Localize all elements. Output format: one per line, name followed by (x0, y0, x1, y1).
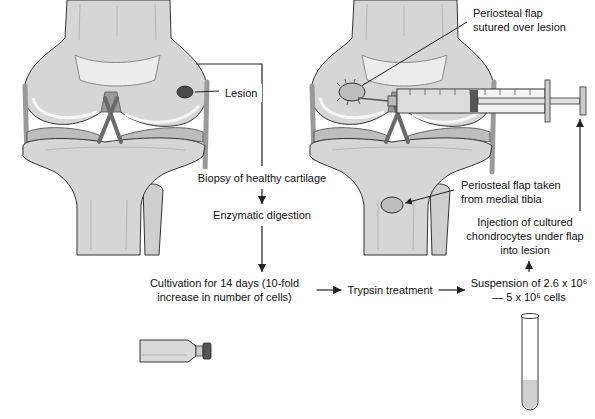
flask-cap (203, 343, 211, 359)
process-step: Trypsin treatment (344, 281, 437, 299)
process-step: Enzymatic digestion (210, 206, 315, 224)
flask-body (140, 340, 196, 362)
plunger-rod (478, 98, 580, 104)
process-step: Suspension of 2.6 x 10⁶ — 5 x 10⁶ cells (467, 274, 591, 306)
plunger-thumb (580, 87, 586, 115)
knee-illustration (23, 0, 207, 255)
step-text: Biopsy of healthy cartilage (197, 171, 327, 185)
part-label: Periosteal flap taken from medial tibia (458, 176, 576, 208)
step-text: Cultivation for 14 days (10-fold increas… (138, 276, 312, 304)
biopsy-line (196, 64, 262, 166)
needle (358, 98, 389, 101)
part-label: Lesion (222, 84, 262, 102)
step-text: Enzymatic digestion (213, 208, 312, 222)
leader-arrow (405, 190, 454, 203)
culture-medium (141, 355, 187, 356)
flap-harvest-site (381, 197, 403, 213)
flow-arrow (261, 226, 262, 272)
culture-flask (140, 340, 211, 362)
process-step: Injection of cultured chondrocytes under… (459, 213, 591, 259)
leader-line (363, 22, 467, 85)
injection-arrow (579, 119, 580, 211)
needle-hub (388, 96, 397, 106)
flow-arrow (528, 261, 529, 272)
part-label: Periosteal flap sutured over lesion (470, 4, 570, 36)
step-text: Trypsin treatment (347, 283, 434, 297)
step-text: Injection of cultured chondrocytes under… (462, 215, 588, 257)
tube-wall (522, 316, 538, 410)
part-label-text: Periosteal flap taken from medial tibia (461, 178, 573, 206)
cell-suspension (398, 90, 470, 112)
suture (337, 79, 365, 105)
tube-rim (521, 314, 539, 319)
step-text: Suspension of 2.6 x 10⁶ — 5 x 10⁶ cells (470, 276, 588, 304)
flow-arrow (439, 289, 466, 290)
finger-flange (545, 80, 550, 122)
part-label-text: Periosteal flap sutured over lesion (473, 6, 567, 34)
leader-line (195, 91, 219, 92)
flask-neck (196, 346, 203, 356)
syringe (358, 80, 586, 122)
process-step: Biopsy of healthy cartilage (194, 169, 330, 187)
part-label-text: Lesion (225, 86, 259, 100)
test-tube (521, 314, 539, 411)
process-step: Cultivation for 14 days (10-fold increas… (135, 274, 315, 306)
cartilage-lesion (177, 86, 193, 98)
flow-arrow (261, 189, 262, 204)
cell-suspension (523, 380, 537, 409)
flow-arrow (317, 289, 342, 290)
plunger-stopper (470, 90, 478, 112)
